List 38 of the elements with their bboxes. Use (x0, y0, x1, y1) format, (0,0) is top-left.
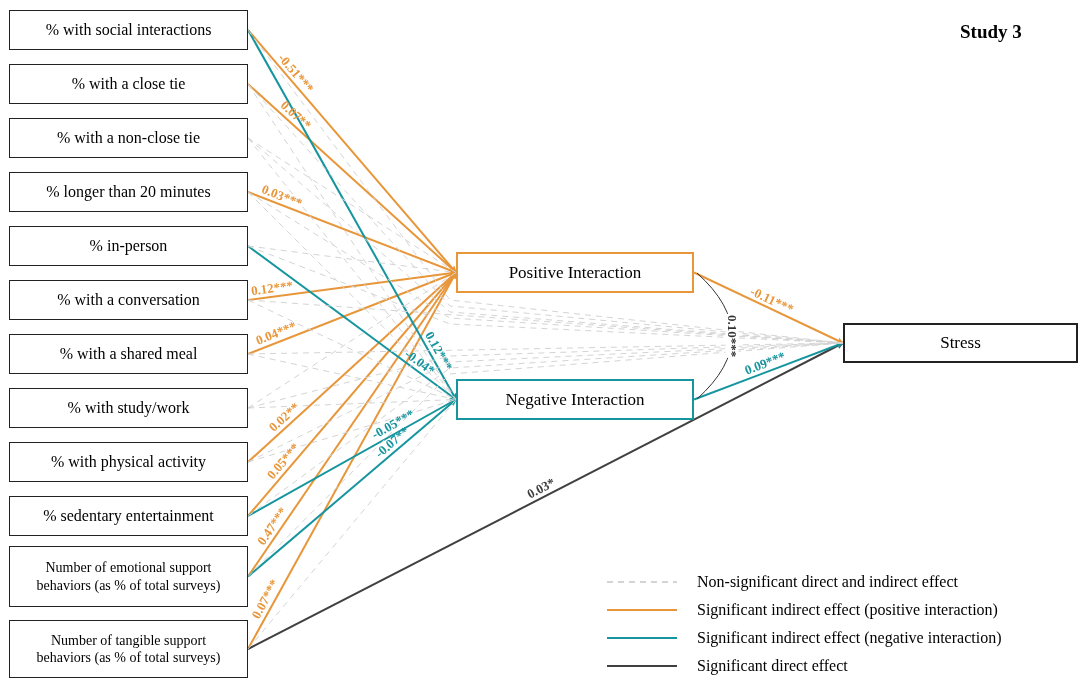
edge-label: 0.10*** (725, 313, 739, 359)
dashed-path-line (247, 137, 457, 400)
predictor-box: % with study/work (9, 388, 248, 428)
legend-text: Significant direct effect (697, 658, 848, 674)
construct-box: Negative Interaction (456, 379, 694, 420)
predictor-box: % in-person (9, 226, 248, 266)
edge-label: -0.11*** (748, 283, 796, 316)
predictor-box: % longer than 20 minutes (9, 172, 248, 212)
predictor-box: Number of tangible support behaviors (as % of total surveys) (9, 620, 248, 678)
edge-label: 0.03*** (260, 182, 305, 210)
dashed-path-line (247, 399, 457, 463)
predictor-box: % with a non-close tie (9, 118, 248, 158)
predictor-box: % with physical activity (9, 442, 248, 482)
predictor-box: % with a close tie (9, 64, 248, 104)
path-arrow (247, 245, 457, 401)
dashed-path-line (247, 272, 457, 409)
dashed-path-line (247, 342, 844, 517)
legend-text: Non-significant direct and indirect effect (697, 574, 958, 590)
predictor-box: % with a conversation (9, 280, 248, 320)
path-arrow (693, 341, 844, 401)
title: Study 3 (960, 20, 1022, 44)
dashed-path-line (247, 191, 457, 400)
dashed-path-line (247, 399, 457, 650)
edge-label: 0.12*** (249, 278, 294, 297)
construct-box: Stress (843, 323, 1078, 363)
predictor-box: % with a shared meal (9, 334, 248, 374)
construct-box: Positive Interaction (456, 252, 694, 293)
legend-text: Significant indirect effect (positive interaction) (697, 602, 998, 618)
path-arrow (247, 398, 457, 578)
legend-text: Significant indirect effect (negative interaction) (697, 630, 1002, 646)
edge-label: 0.03* (525, 475, 558, 501)
path-arrow (693, 271, 844, 344)
predictor-box: Number of emotional support behaviors (as % of total surveys) (9, 546, 248, 607)
predictor-box: % sedentary entertainment (9, 496, 248, 536)
predictor-box: % with social interactions (9, 10, 248, 50)
path-arrow (247, 83, 457, 274)
path-arrow (247, 342, 844, 650)
edge-label: 0.09*** (743, 349, 788, 377)
